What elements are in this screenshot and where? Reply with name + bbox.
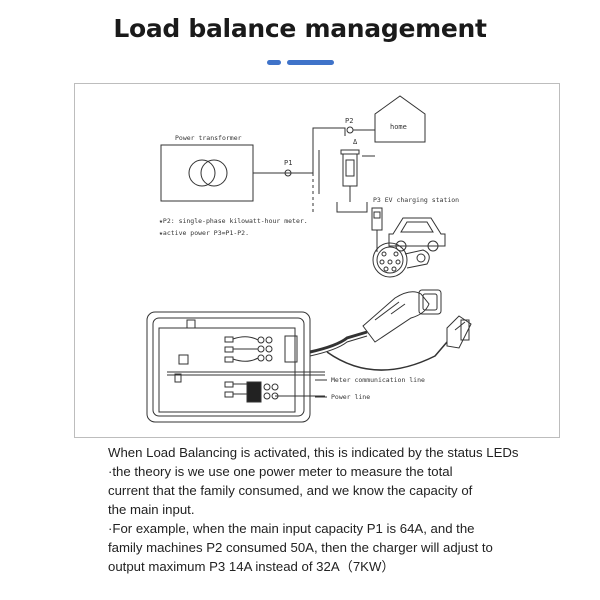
meter-wiring bbox=[336, 202, 368, 213]
note-p2-meter: ★P2: single-phase kilowatt-hour meter. bbox=[159, 217, 308, 225]
wiring-diagram: Power transformer P1 P2 home Δ P3 EV cha bbox=[74, 83, 560, 438]
title-accent-long bbox=[287, 60, 334, 65]
home-label: home bbox=[390, 123, 407, 131]
terminal-block bbox=[224, 335, 298, 363]
description-line: family machines P2 consumed 50A, then th… bbox=[108, 540, 493, 555]
title-accent-short bbox=[267, 60, 281, 65]
p1-label: P1 bbox=[284, 159, 292, 167]
transformer-coil-left bbox=[188, 159, 216, 187]
power-line-label: Power line bbox=[331, 393, 370, 401]
description-line: ·the theory is we use one power meter to… bbox=[108, 464, 453, 479]
kwh-meter-icon bbox=[340, 149, 375, 202]
description-line: ·For example, when the main input capaci… bbox=[108, 521, 475, 536]
direction-arrow-icon: Δ bbox=[353, 138, 358, 146]
home-icon bbox=[374, 95, 426, 143]
note-active-power: ★active power P3=P1-P2. bbox=[159, 229, 249, 237]
p2-meter-icon bbox=[346, 126, 354, 134]
description-line: the main input. bbox=[108, 502, 195, 517]
transformer-box bbox=[160, 144, 254, 202]
power-transformer: Power transformer bbox=[160, 134, 254, 202]
power-transformer-label: Power transformer bbox=[175, 134, 242, 142]
description-line: current that the family consumed, and we… bbox=[108, 483, 473, 498]
ev-car-icon bbox=[388, 217, 446, 252]
charging-gun-icon bbox=[362, 289, 442, 343]
description: When Load Balancing is activated, this i… bbox=[108, 443, 578, 576]
charger-enclosure bbox=[146, 311, 311, 423]
transformer-coil-right bbox=[200, 159, 228, 187]
charging-cable bbox=[309, 330, 448, 371]
plug-icon bbox=[446, 315, 472, 349]
description-line: When Load Balancing is activated, this i… bbox=[108, 445, 519, 460]
type2-socket-icon bbox=[372, 242, 430, 278]
description-line: output maximum P3 14A instead of 32A（7KW… bbox=[108, 559, 395, 574]
p1-meter-icon bbox=[284, 169, 292, 177]
diagram-canvas: Power transformer P1 P2 home Δ P3 EV cha bbox=[146, 95, 472, 423]
p3-station-label: P3 EV charging station bbox=[373, 196, 459, 204]
meter-line-label: Meter communication line bbox=[331, 376, 425, 384]
page-title: Load balance management bbox=[113, 14, 487, 43]
feed-to-p2 bbox=[312, 127, 346, 173]
p2-label: P2 bbox=[345, 117, 353, 125]
relay-block bbox=[224, 381, 279, 403]
